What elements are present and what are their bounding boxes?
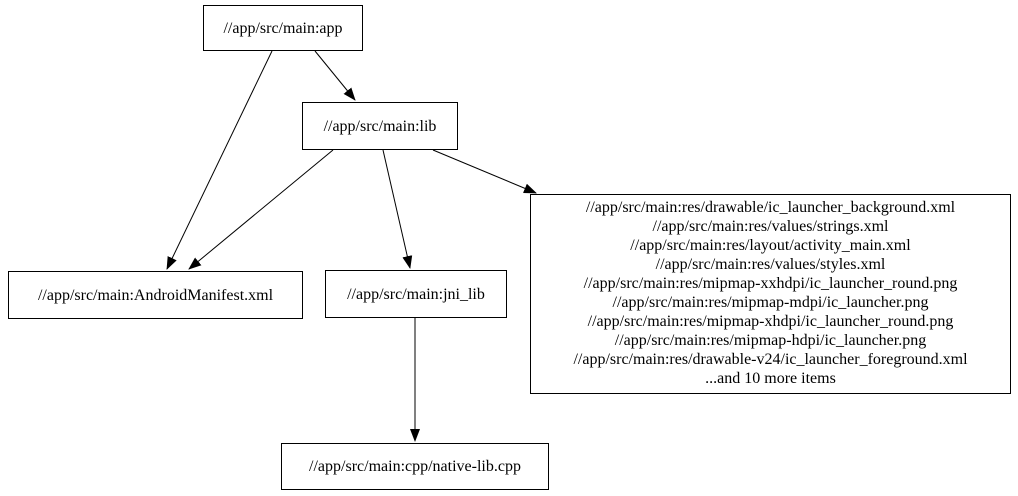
res-file-line: //app/src/main:res/mipmap-mdpi/ic_launch… — [612, 294, 929, 311]
node-res-file-group: //app/src/main:res/drawable/ic_launcher_… — [530, 194, 1011, 394]
res-file-line: //app/src/main:res/values/styles.xml — [655, 256, 886, 274]
edge-lib-to-androidmanifest — [188, 149, 334, 270]
node-android-manifest-label: //app/src/main:AndroidManifest.xml — [37, 286, 274, 304]
res-file-line: //app/src/main:res/layout/activity_main.… — [630, 237, 911, 255]
node-native-lib-cpp: //app/src/main:cpp/native-lib.cpp — [281, 443, 549, 490]
res-file-line: //app/src/main:res/mipmap-xhdpi/ic_launc… — [587, 312, 954, 330]
edge-lib-to-jni-lib — [382, 149, 413, 269]
edge-lib-to-res-group — [432, 149, 537, 194]
edge-app-to-androidmanifest — [166, 50, 273, 270]
node-lib-label: //app/src/main:lib — [323, 117, 437, 135]
node-app-label: //app/src/main:app — [223, 19, 343, 37]
node-lib: //app/src/main:lib — [302, 102, 458, 150]
node-native-lib-cpp-label: //app/src/main:cpp/native-lib.cpp — [309, 458, 521, 475]
res-file-line: //app/src/main:res/values/strings.xml — [652, 218, 889, 236]
node-jni-lib-label: //app/src/main:jni_lib — [347, 285, 485, 303]
node-android-manifest: //app/src/main:AndroidManifest.xml — [8, 271, 303, 319]
edge-app-to-lib — [314, 50, 356, 101]
node-app: //app/src/main:app — [203, 5, 363, 51]
res-file-line: //app/src/main:res/drawable-v24/ic_launc… — [573, 350, 968, 368]
res-file-more-items: ...and 10 more items — [705, 369, 836, 387]
res-file-line: //app/src/main:res/mipmap-xxhdpi/ic_laun… — [583, 275, 958, 293]
node-jni-lib: //app/src/main:jni_lib — [325, 270, 507, 318]
res-file-line: //app/src/main:res/mipmap-hdpi/ic_launch… — [614, 331, 927, 349]
res-file-line: //app/src/main:res/drawable/ic_launcher_… — [585, 199, 956, 217]
